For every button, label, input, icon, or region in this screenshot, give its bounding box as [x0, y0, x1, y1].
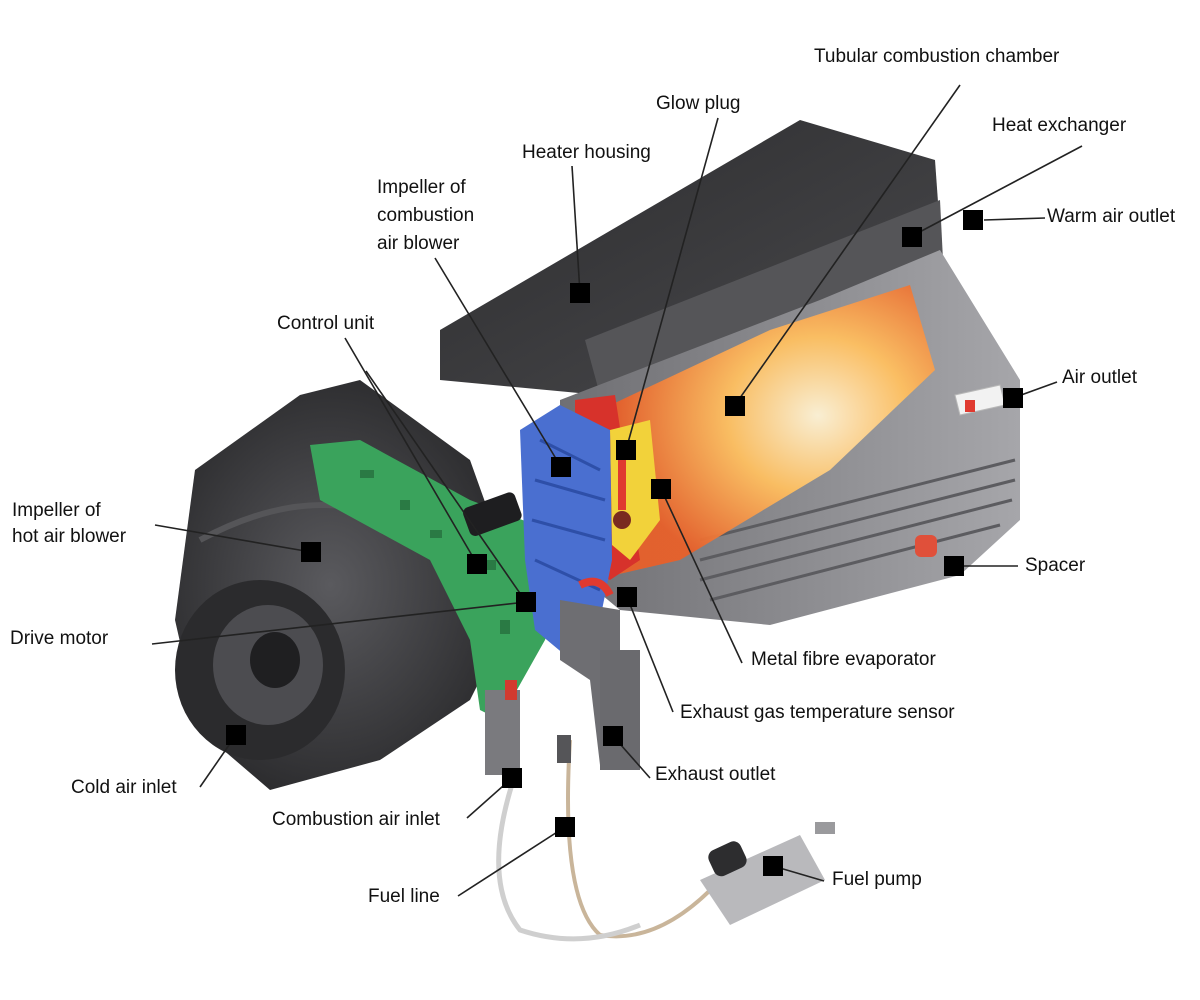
- marker-impeller-hot-air-blower: [301, 542, 321, 562]
- label-drive-motor: Drive motor: [10, 628, 109, 649]
- label-impeller-combustion-blower-line2: combustion: [377, 205, 475, 226]
- marker-heater-housing: [570, 283, 590, 303]
- label-air-outlet: Air outlet: [1062, 367, 1137, 388]
- marker-warm-air-outlet: [963, 210, 983, 230]
- label-exhaust-outlet: Exhaust outlet: [655, 764, 776, 785]
- marker-drive-motor: [516, 592, 536, 612]
- marker-fuel-pump: [763, 856, 783, 876]
- leader-lines: [151, 84, 1083, 897]
- marker-exhaust-gas-temperature-sensor: [617, 587, 637, 607]
- label-cold-air-inlet: Cold air inlet: [71, 777, 177, 798]
- label-heater-housing: Heater housing: [522, 142, 651, 163]
- label-fuel-line: Fuel line: [368, 886, 440, 907]
- marker-glow-plug: [616, 440, 636, 460]
- label-impeller-combustion-blower-line1: Impeller of: [377, 177, 466, 198]
- label-metal-fibre-evaporator: Metal fibre evaporator: [751, 649, 936, 670]
- label-control-unit: Control unit: [277, 313, 375, 334]
- fuel-pump-shape: [700, 835, 825, 925]
- label-spacer: Spacer: [1025, 555, 1086, 576]
- label-impeller-hot-air-blower-line2: hot air blower: [12, 526, 127, 547]
- label-fuel-pump: Fuel pump: [832, 869, 922, 890]
- marker-heat-exchanger: [902, 227, 922, 247]
- label-tubular-combustion-chamber: Tubular combustion chamber: [814, 46, 1060, 67]
- marker-metal-fibre-evaporator: [651, 479, 671, 499]
- label-warm-air-outlet: Warm air outlet: [1047, 206, 1176, 227]
- marker-impeller-combustion-blower: [551, 457, 571, 477]
- marker-fuel-line: [555, 817, 575, 837]
- label-combustion-air-inlet: Combustion air inlet: [272, 809, 440, 830]
- label-glow-plug: Glow plug: [656, 93, 741, 114]
- marker-air-outlet: [1003, 388, 1023, 408]
- glow-plug-shape: [618, 455, 626, 510]
- marker-cold-air-inlet: [226, 725, 246, 745]
- combustion-chamber-shape: [600, 285, 935, 575]
- label-impeller-hot-air-blower-line1: Impeller of: [12, 500, 101, 521]
- label-exhaust-gas-temperature-sensor: Exhaust gas temperature sensor: [680, 702, 955, 723]
- marker-spacer: [944, 556, 964, 576]
- control-unit-shape: [310, 440, 575, 720]
- marker-control-unit: [467, 554, 487, 574]
- marker-combustion-air-inlet: [502, 768, 522, 788]
- marker-tubular-combustion-chamber: [725, 396, 745, 416]
- label-heat-exchanger: Heat exchanger: [992, 115, 1127, 136]
- marker-exhaust-outlet: [603, 726, 623, 746]
- label-impeller-combustion-blower-line3: air blower: [377, 233, 460, 254]
